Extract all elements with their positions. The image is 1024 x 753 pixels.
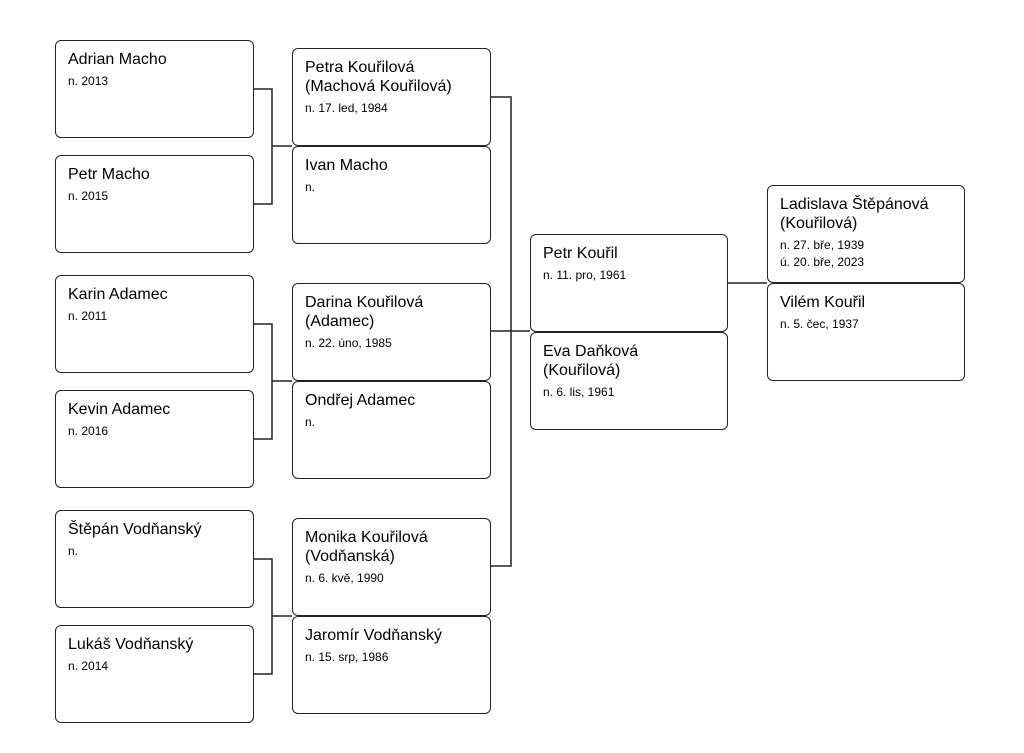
person-card-jaromir-vodnansky[interactable]: Jaromír Vodňanský n. 15. srp, 1986 [292, 616, 491, 714]
person-card-darina-kourilova[interactable]: Darina Kouřilová (Adamec) n. 22. úno, 19… [292, 283, 491, 381]
person-name: Lukáš Vodňanský [68, 636, 194, 653]
person-card-petr-macho[interactable]: Petr Macho n. 2015 [55, 155, 254, 253]
person-name: Jaromír Vodňanský [305, 627, 442, 644]
birth-date: n. [305, 180, 316, 194]
connector-line [254, 88, 273, 205]
person-card-lukas-vodnansky[interactable]: Lukáš Vodňanský n. 2014 [55, 625, 254, 723]
person-name: Štěpán Vodňanský [68, 521, 202, 538]
person-card-vilem-kouril[interactable]: Vilém Kouřil n. 5. čec, 1937 [767, 283, 965, 381]
person-name: Kevin Adamec [68, 401, 171, 418]
person-name: Darina Kouřilová (Adamec) [305, 294, 424, 330]
birth-date: n. 2015 [68, 189, 109, 203]
death-date: ú. 20. bře, 2023 [780, 255, 865, 269]
person-name: Eva Daňková (Kouřilová) [543, 343, 639, 379]
person-name: Petr Macho [68, 166, 150, 183]
person-card-adrian-macho[interactable]: Adrian Macho n. 2013 [55, 40, 254, 138]
person-card-ladislava-stepanova[interactable]: Ladislava Štěpánová (Kouřilová) n. 27. b… [767, 185, 965, 283]
person-name: Monika Kouřilová (Vodňanská) [305, 529, 428, 565]
person-name: Karin Adamec [68, 286, 168, 303]
person-name: Ondřej Adamec [305, 392, 416, 409]
birth-date: n. 6. lis, 1961 [543, 385, 615, 399]
person-name: Adrian Macho [68, 51, 167, 68]
person-card-ivan-macho[interactable]: Ivan Macho n. [292, 146, 491, 244]
person-name: Petr Kouřil [543, 245, 618, 262]
birth-date: n. [68, 544, 79, 558]
person-name: Vilém Kouřil [780, 294, 866, 311]
connector-line [254, 558, 273, 675]
birth-date: n. 2013 [68, 74, 109, 88]
birth-date: n. 17. led, 1984 [305, 101, 388, 115]
person-card-eva-dankova[interactable]: Eva Daňková (Kouřilová) n. 6. lis, 1961 [530, 332, 728, 430]
connector-line [254, 323, 273, 440]
person-card-stepan-vodnansky[interactable]: Štěpán Vodňanský n. [55, 510, 254, 608]
birth-date: n. 22. úno, 1985 [305, 336, 392, 350]
birth-date: n. 2014 [68, 659, 109, 673]
person-card-karin-adamec[interactable]: Karin Adamec n. 2011 [55, 275, 254, 373]
person-name: Ivan Macho [305, 157, 388, 174]
person-name: Petra Kouřilová (Machová Kouřilová) [305, 59, 452, 95]
birth-date: n. 27. bře, 1939 [780, 238, 865, 252]
person-card-ondrej-adamec[interactable]: Ondřej Adamec n. [292, 381, 491, 479]
birth-date: n. 5. čec, 1937 [780, 317, 859, 331]
birth-date: n. 11. pro, 1961 [543, 268, 627, 282]
person-card-monika-kourilova[interactable]: Monika Kouřilová (Vodňanská) n. 6. kvě, … [292, 518, 491, 616]
birth-date: n. 15. srp, 1986 [305, 650, 389, 664]
birth-date: n. [305, 415, 316, 429]
birth-date: n. 6. kvě, 1990 [305, 571, 384, 585]
person-name: Ladislava Štěpánová (Kouřilová) [780, 196, 929, 232]
person-card-kevin-adamec[interactable]: Kevin Adamec n. 2016 [55, 390, 254, 488]
birth-date: n. 2016 [68, 424, 109, 438]
person-card-petra-kourilova[interactable]: Petra Kouřilová (Machová Kouřilová) n. 1… [292, 48, 491, 146]
person-card-petr-kouril[interactable]: Petr Kouřil n. 11. pro, 1961 [530, 234, 728, 332]
birth-date: n. 2011 [68, 309, 108, 323]
